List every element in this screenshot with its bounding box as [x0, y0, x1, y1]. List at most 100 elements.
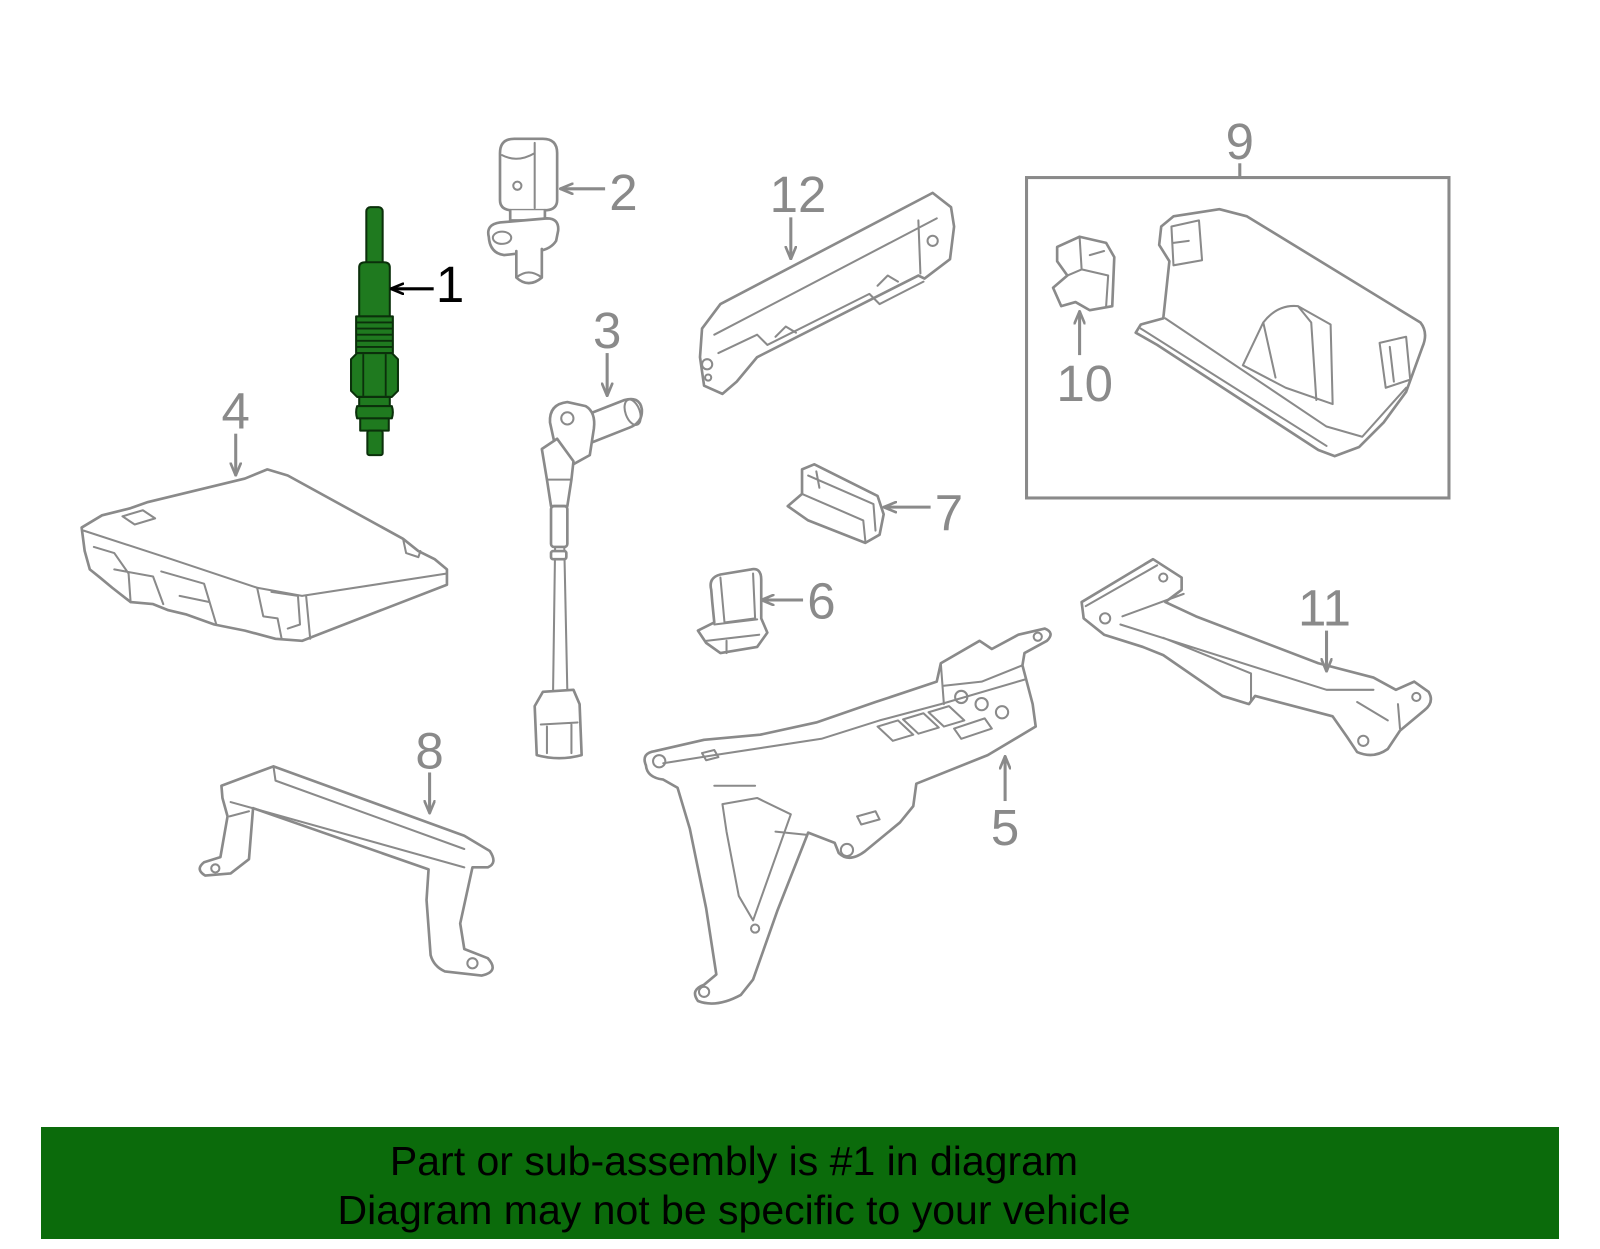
part-2-probe	[515, 247, 544, 285]
part-11-bracket	[1080, 557, 1433, 757]
part-12-channel	[713, 217, 938, 355]
part-6-clip-detail	[705, 572, 761, 655]
part-1-body	[358, 261, 391, 318]
part-7-clip-detail	[801, 470, 877, 542]
part-12-hole-b	[926, 234, 939, 247]
part-6-drawing	[696, 567, 769, 655]
part-9-edges	[1139, 317, 1408, 447]
part-8-drawing	[198, 765, 495, 977]
part-1-hex-edges	[362, 354, 387, 396]
info-banner: Part or sub-assembly is #1 in diagram Di…	[41, 1127, 1559, 1239]
part-10-drawing	[1051, 235, 1116, 312]
part-5-drawing	[643, 627, 1052, 1005]
part-3-cable	[552, 545, 569, 693]
part-5-hole-mid	[839, 842, 855, 858]
part-2-latch	[512, 180, 523, 191]
part-5-bracket	[643, 627, 1052, 1005]
part-4-drawing	[80, 468, 449, 643]
callout-9: 9	[1226, 113, 1254, 170]
part-3-barrel-end	[623, 398, 642, 426]
part-1-hex	[350, 352, 399, 398]
part-12-hole-c	[704, 373, 713, 382]
callout-5: 5	[991, 799, 1019, 856]
part-4-corner-boss	[402, 537, 422, 559]
part-4-connector-c	[256, 586, 312, 640]
part-11-edges	[1084, 564, 1402, 730]
part-9-tab-right	[1378, 335, 1412, 389]
part-12-hole-a	[701, 358, 714, 371]
part-2-connector	[498, 137, 559, 212]
part-10-clip	[1051, 235, 1116, 312]
part-5-hole-tab	[1032, 631, 1043, 642]
callout-1: 1	[436, 256, 464, 313]
part-4-connector-a	[92, 545, 165, 606]
part-6-clip	[696, 567, 769, 655]
part-5-boss-b	[974, 696, 989, 712]
part-9-cover	[1134, 207, 1427, 458]
part-3-plug-detail	[539, 721, 579, 755]
callout-12: 12	[770, 166, 827, 223]
part-9-tab-left	[1170, 219, 1204, 267]
part-2-probe-end	[515, 271, 543, 279]
part-5-plate-edge	[662, 678, 1026, 765]
part-5-small-slots	[701, 748, 881, 836]
part-9-group-frame	[1025, 176, 1451, 500]
part-11-hole-a	[1098, 612, 1112, 625]
part-3-boot	[540, 437, 575, 508]
callout-6: 6	[807, 572, 835, 629]
callout-10: 10	[1056, 355, 1113, 412]
banner-line-disclaimer: Diagram may not be specific to your vehi…	[337, 1187, 1131, 1233]
part-12-drawing	[698, 191, 956, 396]
part-8-hole-left	[210, 863, 221, 874]
part-11-hole-d	[1158, 572, 1169, 583]
part-4-top-tab	[121, 509, 157, 526]
part-11-hole-c	[1411, 691, 1422, 703]
part-7-drawing	[786, 462, 886, 545]
part-1-drawing	[350, 206, 399, 457]
part-9-drawing	[1134, 207, 1427, 458]
part-2-mount-hole	[491, 230, 513, 245]
part-1-rod	[365, 206, 384, 272]
part-12-body	[698, 191, 956, 396]
part-10-clip-detail	[1066, 235, 1110, 308]
callout-2: 2	[609, 164, 637, 221]
banner-line-highlighted-part: Part or sub-assembly is #1 in diagram	[389, 1138, 1079, 1184]
part-1-ring	[355, 405, 394, 420]
part-5-slots	[876, 705, 993, 742]
part-3-bracket-hole	[560, 411, 575, 426]
part-3-cable-clip	[549, 549, 568, 561]
part-3-sleeve	[549, 504, 569, 549]
part-2-drawing	[486, 137, 560, 285]
part-7-clip	[786, 462, 886, 545]
part-5-wall	[939, 662, 1024, 706]
part-2-flange	[486, 217, 560, 257]
part-1-collar	[358, 395, 391, 408]
callout-8: 8	[415, 722, 443, 779]
part-5-boss-c	[994, 705, 1010, 720]
banner-text: Part or sub-assembly is #1 in diagram Di…	[41, 1127, 1427, 1235]
part-5-hole-leg	[750, 923, 761, 934]
part-5-hole-foot	[697, 985, 711, 998]
part-4-connector-b	[160, 570, 218, 626]
part-3-drawing	[533, 397, 644, 760]
part-11-hole-b	[1357, 734, 1370, 747]
part-1-thread-lines	[356, 321, 393, 348]
part-4-housing	[80, 468, 449, 643]
part-8-bracket-edges	[228, 765, 466, 869]
part-5-boss-a	[954, 689, 969, 705]
part-1-tip	[366, 429, 384, 457]
part-5-leg-cutout	[721, 796, 792, 922]
part-1-lower	[359, 417, 390, 432]
callout-4: 4	[222, 383, 250, 440]
callout-3: 3	[593, 302, 621, 359]
part-2-connector-edges	[501, 141, 536, 210]
callout-11: 11	[1298, 580, 1351, 637]
part-8-bracket	[198, 765, 495, 977]
part-5-hole-left	[652, 754, 667, 769]
part-9-recess	[1241, 304, 1334, 406]
part-11-drawing	[1080, 557, 1433, 757]
part-8-hole-right	[466, 957, 479, 970]
callout-7: 7	[935, 485, 963, 542]
